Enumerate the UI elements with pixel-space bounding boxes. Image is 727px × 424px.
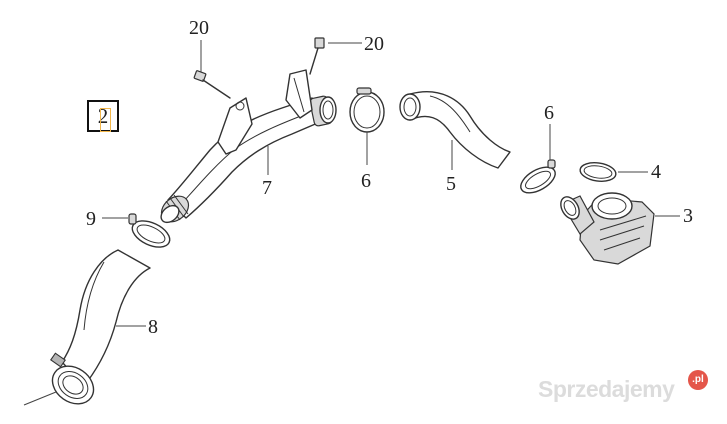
part-5-hose	[399, 91, 511, 169]
callout-8: 8	[148, 316, 158, 338]
part-7-threaded-end	[160, 194, 190, 224]
callout-6-middle: 6	[361, 170, 371, 192]
part-8-hose	[23, 249, 151, 406]
group-label-box: 2	[87, 100, 119, 132]
callout-20-top: 20	[189, 17, 209, 39]
bolt-20-left	[193, 70, 231, 99]
leader-lines	[102, 40, 680, 327]
callout-9: 9	[86, 208, 96, 230]
callout-6-right: 6	[544, 102, 554, 124]
part-6-clamp-middle	[349, 87, 385, 133]
part-6-clamp-right	[520, 159, 556, 194]
bolt-20-right	[309, 37, 325, 75]
callout-4: 4	[651, 161, 661, 183]
group-label: 2	[97, 104, 109, 128]
watermark-badge: .pl	[688, 370, 708, 390]
callout-20-right: 20	[364, 33, 384, 55]
callout-7: 7	[262, 177, 272, 199]
part-7-pipe	[160, 69, 337, 224]
part-3-housing	[560, 192, 655, 265]
watermark-text: Sprzedajemy	[538, 376, 675, 402]
callout-3: 3	[683, 205, 693, 227]
part-9-clamp	[128, 213, 171, 248]
callout-5: 5	[446, 173, 456, 195]
part-4-o-ring	[579, 162, 617, 182]
group-label-highlight	[100, 108, 111, 132]
